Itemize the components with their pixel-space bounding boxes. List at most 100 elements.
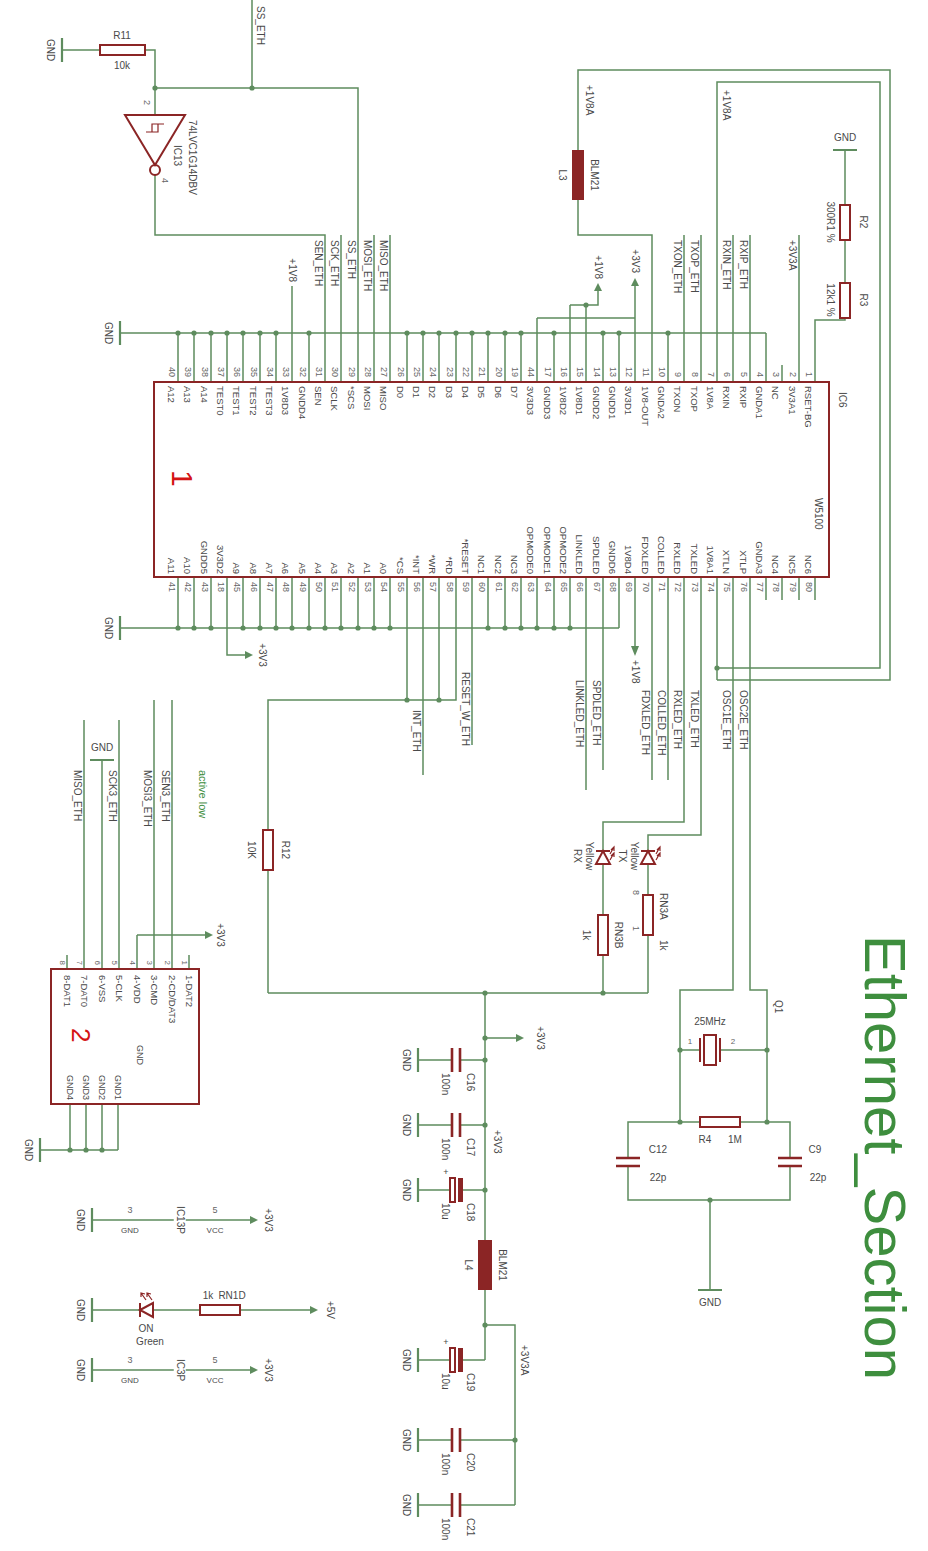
- pin-name: GNDD6: [607, 541, 618, 574]
- schematic-label: RXLED_ETH: [671, 690, 683, 749]
- pin-number: 55: [396, 582, 406, 592]
- pin-number: 51: [330, 582, 340, 592]
- pin-number: 14: [592, 367, 602, 377]
- schematic-label: OSC2E_ETH: [737, 690, 749, 749]
- node-text: 1: [165, 470, 200, 487]
- pin-number: 16: [559, 367, 569, 377]
- pin-name: 1V8D2: [558, 386, 569, 415]
- pin-name: RXLED: [672, 542, 683, 574]
- pin-name: TXOP: [689, 386, 700, 412]
- pin-name: XTLP: [738, 550, 749, 574]
- schematic-label: 1k: [580, 930, 592, 941]
- led-symbol: [641, 851, 655, 864]
- pin-name: 3V3D1: [623, 386, 634, 415]
- pin-name: A13: [182, 386, 193, 403]
- pin-name: RXIN: [721, 386, 732, 409]
- pin-number: 26: [396, 367, 406, 377]
- led-symbol: [596, 851, 610, 864]
- pin-name: RXIP: [738, 386, 749, 408]
- pin-name: 1V8D1: [574, 386, 585, 415]
- pin-name: NC5: [787, 555, 798, 574]
- led-light-arrows: [141, 847, 660, 1300]
- pin-name: GNDA1: [754, 386, 765, 419]
- schematic-label: GND1: [113, 1075, 123, 1100]
- schematic-label: 8: [57, 961, 66, 965]
- schematic-label: C17: [464, 1138, 476, 1156]
- schematic-label: GND: [400, 1494, 412, 1516]
- pin-name: OPMODE1: [542, 526, 553, 574]
- pin-number: 53: [363, 582, 373, 592]
- pin-number: 73: [690, 582, 700, 592]
- schematic-label: C19: [464, 1373, 476, 1391]
- schematic-label: GND: [74, 1299, 86, 1321]
- schematic-label: 74LVC1G14DBV: [186, 120, 198, 195]
- schematic-label: +3V3A: [518, 1345, 530, 1375]
- pin-number: 35: [249, 367, 259, 377]
- pin-number: 21: [477, 367, 487, 377]
- pin-number: 50: [314, 582, 324, 592]
- schematic-label: MOSI3_ETH: [141, 770, 153, 827]
- schematic-label: RXIP_ETH: [737, 240, 749, 289]
- schematic-label: VCC: [207, 1376, 224, 1385]
- schematic-label: GND: [400, 1349, 412, 1371]
- schematic-label: 5: [212, 1355, 217, 1365]
- schematic-label: 3: [127, 1205, 132, 1215]
- pin-number: 60: [477, 582, 487, 592]
- pin-name: NC1: [476, 555, 487, 574]
- resistor-symbol: [840, 283, 850, 318]
- crystal-symbol: [704, 1035, 716, 1065]
- schematic-label: SS_ETH: [345, 240, 357, 279]
- pin-name: NC6: [803, 555, 814, 574]
- pin-number: 6: [722, 372, 732, 377]
- pin-name: D6: [493, 386, 504, 398]
- pin-name: D7: [509, 386, 520, 398]
- pin-name: OPMODE0: [525, 526, 536, 574]
- pin-name: A1: [362, 562, 373, 574]
- schematic-label: +1V8: [286, 258, 298, 282]
- schematic-label: GND: [135, 1045, 145, 1065]
- pin-number: 11: [641, 368, 651, 377]
- schematic-label: IC13: [171, 145, 183, 166]
- pin-number: 20: [494, 367, 504, 377]
- schematic-label: BLM21: [496, 1249, 508, 1281]
- pin-name: TEST1: [231, 386, 242, 416]
- pin-name: 3V3D3: [525, 386, 536, 415]
- pin-number: 31: [314, 367, 324, 377]
- node-text: IC6: [836, 392, 848, 408]
- schematic-label: 5: [109, 961, 118, 965]
- pin-name: A6: [280, 562, 291, 574]
- polar-capacitor: [450, 1348, 455, 1372]
- schematic-label: 8-DAT1: [62, 975, 73, 1007]
- schematic-label: GND: [74, 1359, 86, 1381]
- pin-name: A3: [329, 562, 340, 574]
- pin-number: 79: [788, 582, 798, 592]
- schematic-label: 1: [631, 926, 641, 931]
- schematic-label: R2: [857, 216, 869, 229]
- schematic-label: GND: [400, 1179, 412, 1201]
- schematic-label: SCK_ETH: [328, 240, 340, 286]
- schematic-label: R11: [113, 30, 131, 42]
- schematic-label: 10K: [245, 841, 257, 859]
- schematic-label: +: [443, 1167, 448, 1177]
- pin-name: A7: [264, 562, 275, 574]
- schematic-label: 2-CD/DAT3: [167, 975, 178, 1023]
- schematic-label: VCC: [207, 1226, 224, 1235]
- schematic-label: Yellow: [628, 842, 640, 871]
- pin-name: 1V8D4: [623, 545, 634, 574]
- schematic-label: GND3: [81, 1075, 91, 1100]
- pin-number: 40: [167, 367, 177, 377]
- schematic-label: 1-DAT2: [184, 975, 195, 1007]
- schematic-label: 100n: [439, 1453, 451, 1475]
- pin-name: COLLED: [656, 536, 667, 574]
- pin-name: D5: [476, 386, 487, 398]
- pin-number: 69: [624, 582, 634, 592]
- pin-name: A2: [346, 562, 357, 574]
- inverter-bubble: [150, 165, 160, 175]
- pin-name: *WR: [427, 554, 438, 574]
- schematic-label: +3V3: [262, 1358, 274, 1382]
- pin-number: 33: [281, 367, 291, 377]
- pin-name: SPDLED: [591, 536, 602, 574]
- pin-number: 2: [788, 372, 798, 377]
- pin-number: 56: [412, 582, 422, 592]
- led-symbol: [641, 850, 655, 852]
